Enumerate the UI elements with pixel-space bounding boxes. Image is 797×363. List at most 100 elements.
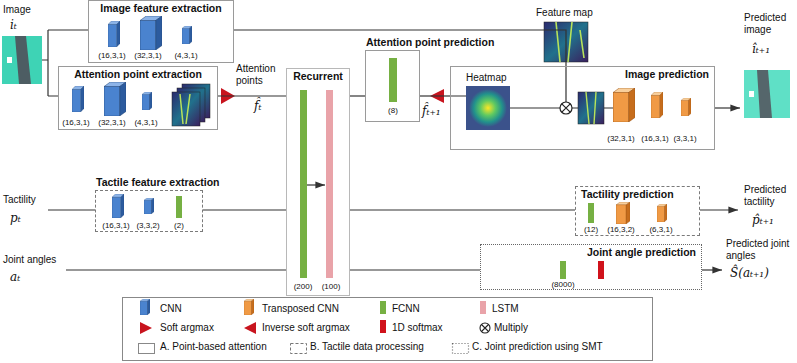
label-holder: (4,3,1)	[174, 51, 197, 61]
legend-text: LSTM	[492, 303, 519, 315]
cnn-layer	[142, 92, 152, 110]
connector	[350, 95, 365, 96]
layer-size: (2)	[174, 221, 184, 230]
layer-size: (32,3,1)	[134, 51, 162, 60]
module-title: Joint angle prediction	[587, 246, 696, 258]
label-holder: (16,3,2)	[607, 225, 635, 235]
connector	[350, 209, 575, 210]
legend-cnn-sample	[140, 299, 150, 315]
output-arrow	[715, 107, 740, 108]
module-title: Attention point extraction	[74, 68, 202, 80]
signal-label: Image	[3, 4, 31, 15]
layer-size: (8000)	[551, 280, 574, 289]
fcnn-layer	[300, 90, 307, 278]
input-wire	[66, 269, 286, 270]
layer-size: (8)	[388, 106, 398, 115]
label-holder: Image	[3, 4, 31, 16]
layer-size: (4,3,1)	[134, 118, 157, 127]
label-holder: Predicted tactility	[744, 184, 794, 208]
signal-label: Predicted joint angles	[726, 238, 789, 261]
layer-size: (16,3,1)	[62, 118, 90, 127]
legend-text: CNN	[160, 303, 182, 315]
layer-size: (12)	[584, 225, 598, 234]
predicted-image	[744, 70, 790, 118]
math-symbol: f̂ₜ₊₁	[422, 104, 441, 118]
signal-label: Joint angles	[3, 254, 56, 265]
signal-label: Heatmap	[466, 72, 507, 83]
math-symbol: Ŝ(aₜ₊₁)	[730, 266, 769, 280]
math-symbol: f̂ₜ	[254, 99, 261, 113]
module-title: Image prediction	[625, 68, 709, 80]
label-holder: Predicted joint angles	[726, 238, 794, 262]
cnn-layer	[140, 16, 162, 50]
cnn-layer	[112, 194, 124, 218]
signal-label: Tactility	[3, 194, 36, 205]
cnn-layer	[104, 82, 126, 116]
label-holder: pₜ	[10, 211, 21, 225]
layer-size: (32,3,1)	[607, 134, 635, 143]
feature-map-image	[578, 92, 604, 124]
label-holder: f̂ₜ	[254, 99, 261, 113]
label-holder: Predicted image	[744, 12, 794, 36]
input-image-arm	[15, 36, 31, 84]
heatmap-spot	[469, 89, 507, 127]
label-holder: (3,3,1)	[673, 134, 696, 144]
fcnn-layer	[389, 58, 397, 102]
label-holder: (32,3,1)	[98, 118, 126, 128]
feature-map-streak	[586, 92, 596, 124]
label-holder: (16,3,1)	[102, 221, 130, 231]
legend-text: B. Tactile data processing	[310, 341, 424, 353]
softmax-layer	[598, 261, 604, 279]
signal-label: Attention points	[236, 63, 275, 86]
fcnn-layer	[560, 261, 566, 279]
transposed-cnn-layer	[613, 88, 635, 122]
connector	[203, 209, 286, 210]
label-holder: Tactility	[3, 194, 36, 206]
module-title: Attention point prediction	[366, 36, 494, 48]
label-holder: (3,3,2)	[136, 221, 159, 231]
legend-text: 1D softmax	[392, 322, 443, 334]
label-holder: aₜ	[10, 270, 20, 284]
legend-swatch	[380, 320, 386, 333]
layer-size: (4,3,1)	[174, 51, 197, 60]
input-image-marker	[7, 57, 12, 63]
feature-map-streak	[556, 22, 584, 62]
legend-dashed-box-sample	[291, 344, 307, 354]
math-symbol: aₜ	[10, 270, 20, 284]
label-holder: (2)	[174, 221, 184, 231]
multiply-symbol	[560, 102, 572, 114]
module-box: Recurrent	[286, 68, 350, 296]
output-arrow	[702, 269, 722, 270]
label-holder: (32,3,1)	[607, 134, 635, 144]
label-holder: (200)	[294, 282, 313, 292]
output-arrow	[700, 209, 738, 210]
predicted-image-arm	[757, 70, 772, 118]
legend-swatch	[380, 301, 386, 314]
math-symbol: îₜ₊₁	[752, 42, 770, 56]
label-holder: îₜ₊₁	[752, 42, 770, 56]
lstm-layer	[326, 90, 333, 278]
layer-size: (3,3,2)	[136, 221, 159, 230]
fcnn-layer	[588, 203, 594, 223]
math-symbol: p̂ₜ₊₁	[752, 213, 774, 227]
legend-solid-box-sample	[139, 344, 155, 354]
legend-text: C. Joint prediction using SMT	[472, 341, 603, 353]
fcnn-layer	[176, 196, 182, 218]
multiply-cross	[562, 104, 570, 112]
transposed-cnn-layer	[657, 204, 667, 222]
legend-text: Transposed CNN	[262, 303, 339, 315]
legend-dotted-box-sample	[453, 344, 469, 354]
module-title: Tactile feature extraction	[96, 176, 220, 188]
layer-size: (100)	[322, 282, 341, 291]
math-symbol: iₜ	[10, 18, 17, 32]
cnn-layer	[144, 198, 154, 214]
cnn-layer	[72, 86, 84, 112]
legend-transposed-cnn-sample	[244, 299, 254, 315]
label-holder: Heatmap	[466, 72, 507, 84]
module-title: Tactility prediction	[581, 188, 674, 200]
signal-label: Predicted image	[744, 12, 786, 35]
label-holder: (32,3,1)	[134, 51, 162, 61]
module-title: Image feature extraction	[100, 2, 221, 14]
layer-size: (32,3,1)	[98, 118, 126, 127]
legend-multiply-cross	[482, 325, 489, 332]
